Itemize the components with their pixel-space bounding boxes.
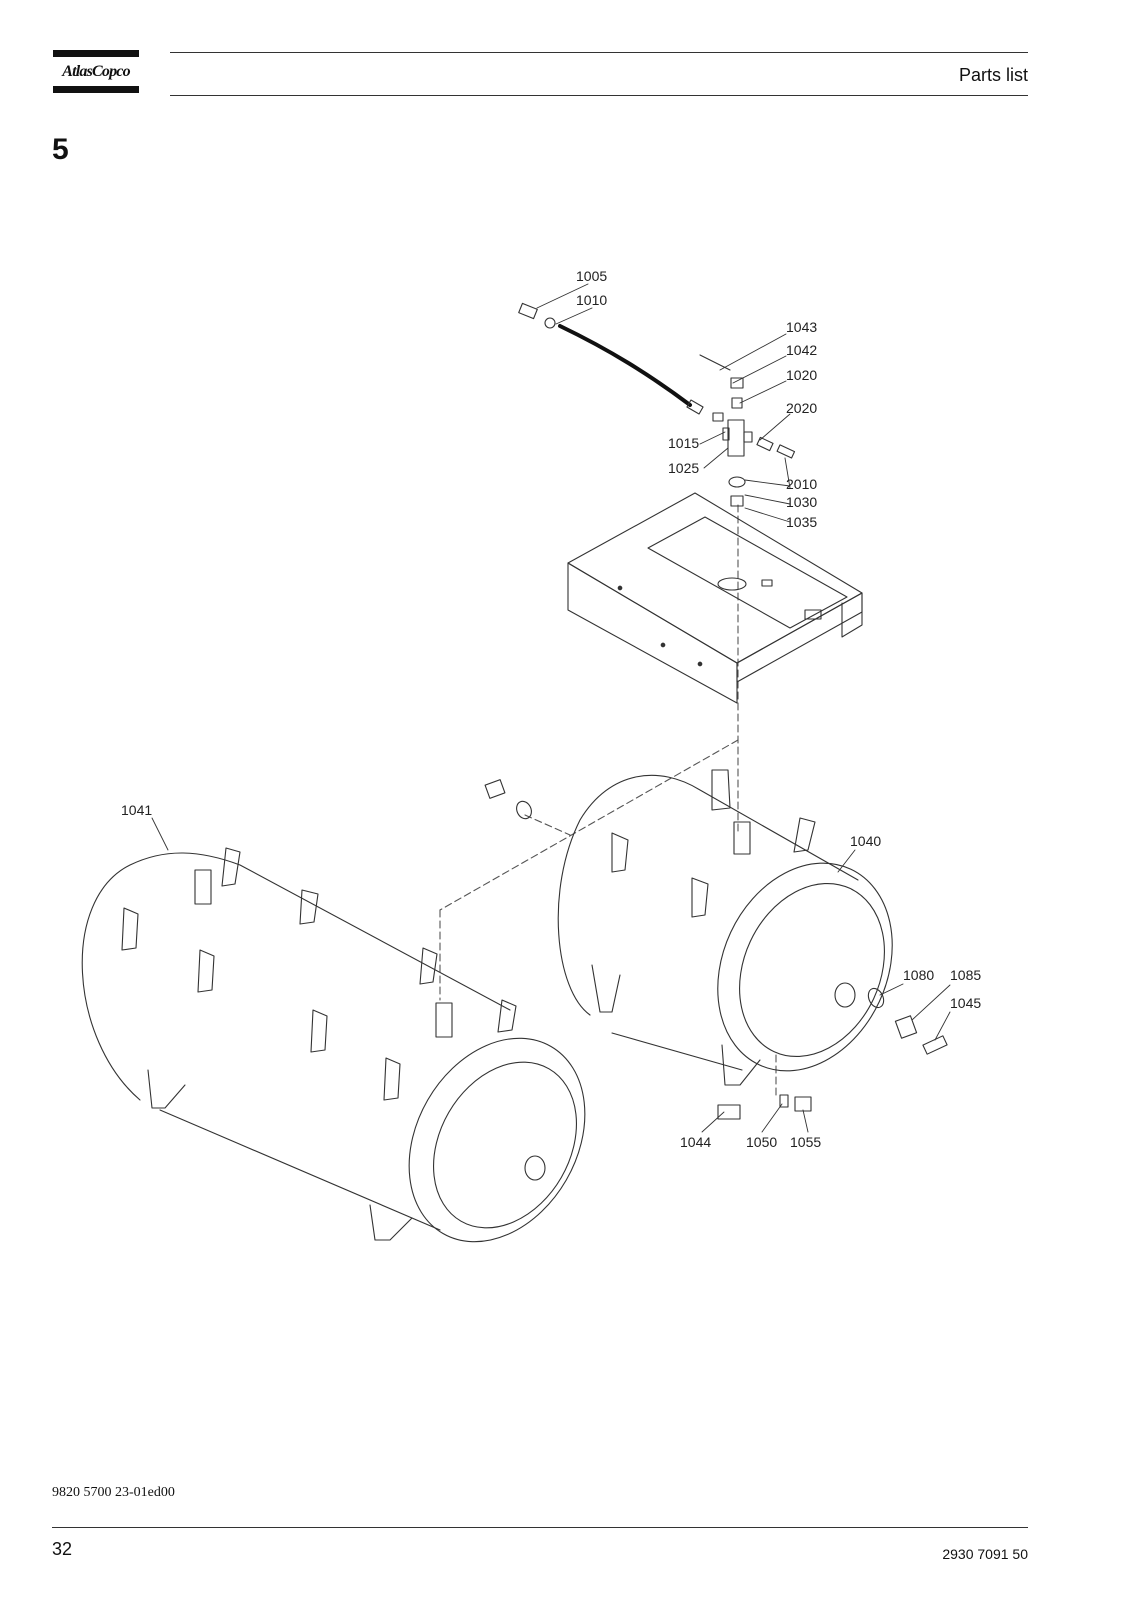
part-number: 2930 7091 50 xyxy=(942,1546,1028,1562)
callout-1044: 1044 xyxy=(680,1134,711,1150)
section-number: 5 xyxy=(52,133,69,166)
header-rule-bottom xyxy=(170,95,1028,96)
atlas-copco-logo: AtlasCopco xyxy=(53,50,139,94)
callout-1045: 1045 xyxy=(950,995,981,1011)
callout-1041: 1041 xyxy=(121,802,152,818)
callout-1005: 1005 xyxy=(576,268,607,284)
callout-1042: 1042 xyxy=(786,342,817,358)
callout-2010: 2010 xyxy=(786,476,817,492)
logo-bar-bottom xyxy=(53,86,139,93)
air-receiver-tank-front xyxy=(81,847,586,1243)
callout-1010: 1010 xyxy=(576,292,607,308)
hose-assembly xyxy=(518,302,724,422)
tee-fitting xyxy=(699,354,796,507)
header-rule-top xyxy=(170,52,1028,53)
outlet-fittings xyxy=(779,987,948,1112)
callout-labels: 1005 1010 1043 1042 1020 2020 1015 1025 … xyxy=(121,268,981,1150)
callout-1035: 1035 xyxy=(786,514,817,530)
exploded-parts-drawing: 1005 1010 1043 1042 1020 2020 1015 1025 … xyxy=(81,268,981,1243)
plug-and-seal xyxy=(484,779,532,820)
assembly-guide-lines xyxy=(439,504,777,1096)
callout-2020: 2020 xyxy=(786,400,817,416)
callout-leader-lines xyxy=(151,283,951,1133)
callout-1080: 1080 xyxy=(903,967,934,983)
callout-1015: 1015 xyxy=(668,435,699,451)
logo-bar-top xyxy=(53,50,139,57)
logo-wordmark: AtlasCopco xyxy=(62,63,130,80)
mounting-plate xyxy=(567,492,863,704)
callout-1030: 1030 xyxy=(786,494,817,510)
callout-1043: 1043 xyxy=(786,319,817,335)
document-code: 9820 5700 23-01ed00 xyxy=(52,1485,175,1500)
footer-rule xyxy=(52,1527,1028,1528)
callout-1085: 1085 xyxy=(950,967,981,983)
page-number: 32 xyxy=(52,1539,73,1559)
callout-1020: 1020 xyxy=(786,367,817,383)
callout-1025: 1025 xyxy=(668,460,699,476)
callout-1040: 1040 xyxy=(850,833,881,849)
callout-1050: 1050 xyxy=(746,1134,777,1150)
callout-1055: 1055 xyxy=(790,1134,821,1150)
header-title: Parts list xyxy=(958,65,1028,85)
air-receiver-tank-rear xyxy=(557,769,893,1120)
